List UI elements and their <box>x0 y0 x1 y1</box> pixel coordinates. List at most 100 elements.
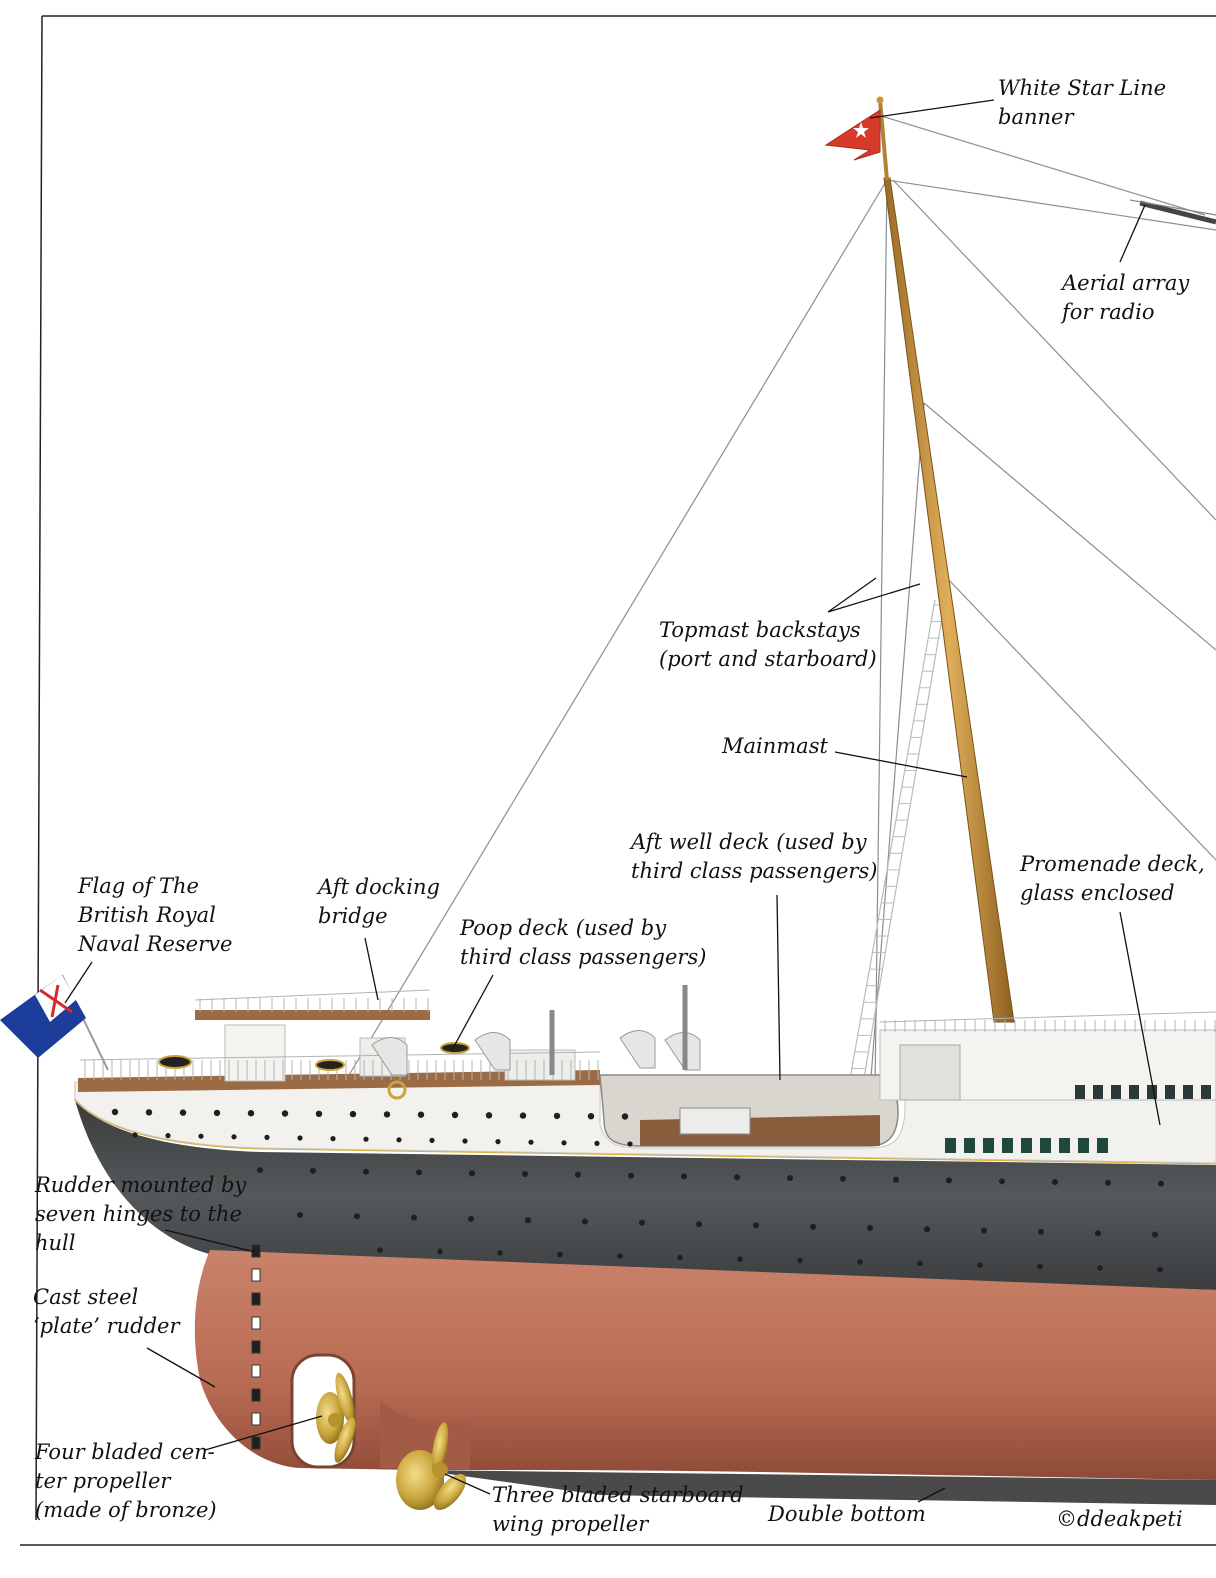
label-cast-steel-rudder: Cast steel ‘plate’ rudder <box>33 1285 180 1338</box>
porthole <box>857 1259 863 1265</box>
promenade-window <box>1147 1085 1157 1099</box>
label-aerial-array: Aerial array for radio <box>1062 271 1190 324</box>
promenade-windows <box>1075 1085 1211 1099</box>
porthole <box>1052 1179 1058 1185</box>
porthole <box>469 1170 475 1177</box>
frame-left-line <box>35 15 43 1521</box>
porthole <box>377 1247 383 1253</box>
porthole <box>628 1172 634 1179</box>
porthole <box>429 1137 435 1143</box>
porthole <box>281 1110 289 1117</box>
porthole <box>981 1227 987 1234</box>
porthole <box>363 1136 369 1142</box>
white-star-flag <box>824 109 881 161</box>
porthole <box>462 1138 468 1144</box>
porthole <box>561 1140 567 1146</box>
porthole <box>145 1109 153 1116</box>
porthole <box>297 1135 303 1141</box>
porthole <box>257 1167 263 1173</box>
lower-window <box>1002 1138 1013 1153</box>
lower-window <box>1059 1138 1070 1153</box>
porthole <box>917 1260 923 1267</box>
porthole <box>495 1139 501 1145</box>
porthole <box>165 1133 171 1139</box>
lower-window <box>1097 1138 1108 1153</box>
porthole <box>1152 1231 1158 1238</box>
aerial-array <box>1129 199 1216 225</box>
hatch-cover <box>679 1107 751 1135</box>
promenade-lower-windows <box>945 1138 1108 1153</box>
porthole <box>485 1112 493 1119</box>
porthole <box>297 1212 303 1218</box>
porthole <box>753 1222 759 1229</box>
promenade-railing <box>879 1011 1216 1023</box>
lower-window <box>1078 1138 1089 1153</box>
porthole <box>451 1111 459 1119</box>
lower-window <box>964 1138 975 1153</box>
mast-ladder <box>847 599 946 1091</box>
label-poop-deck: Poop deck (used by third class passenger… <box>460 916 707 969</box>
promenade-window <box>1075 1085 1085 1099</box>
rudder-hinge <box>251 1388 261 1402</box>
lower-window <box>983 1138 994 1153</box>
porthole <box>213 1109 221 1117</box>
rudder-hinge <box>251 1364 261 1378</box>
bridge-railing <box>194 989 431 1001</box>
promenade-window <box>1111 1085 1121 1099</box>
rudder-hinge <box>251 1340 261 1354</box>
rudder-hinges <box>251 1244 261 1450</box>
credit-text: ©ddeakpeti <box>1056 1507 1183 1531</box>
porthole <box>1038 1228 1044 1235</box>
porthole <box>132 1132 138 1138</box>
capstans <box>158 1042 470 1071</box>
label-center-propeller: Four bladed cen- ter propeller (made of … <box>35 1440 217 1522</box>
promenade-window <box>1129 1085 1139 1099</box>
cranes <box>549 985 688 1075</box>
porthole <box>621 1113 629 1120</box>
porthole <box>639 1219 645 1226</box>
lower-window <box>1040 1138 1051 1153</box>
porthole <box>1105 1179 1111 1186</box>
mast-truck <box>876 96 884 104</box>
label-topmast-backstays: Topmast backstays (port and starboard) <box>659 618 877 671</box>
label-aft-well-deck: Aft well deck (used by third class passe… <box>631 830 878 883</box>
porthole <box>247 1110 255 1117</box>
porthole <box>354 1213 360 1220</box>
porthole <box>810 1223 816 1230</box>
porthole <box>627 1141 633 1147</box>
porthole <box>528 1139 534 1145</box>
mainmast <box>883 177 1015 1023</box>
porthole <box>1095 1230 1101 1237</box>
label-promenade-deck: Promenade deck, glass enclosed <box>1020 852 1205 905</box>
hull-black-band <box>75 1100 1216 1290</box>
white-upper-hull <box>74 1081 1216 1164</box>
rudder-hinge <box>251 1316 261 1330</box>
porthole <box>315 1110 323 1118</box>
aft-docking-bridge-platform <box>195 1010 430 1020</box>
porthole <box>840 1175 846 1182</box>
porthole <box>330 1136 336 1142</box>
rudder-hinge <box>251 1436 261 1450</box>
poop-deck-planking <box>78 1070 600 1092</box>
porthole <box>867 1225 873 1231</box>
porthole <box>468 1215 474 1222</box>
porthole <box>797 1257 803 1264</box>
porthole <box>437 1248 443 1255</box>
porthole <box>946 1177 952 1184</box>
rudder-hinge <box>251 1412 261 1426</box>
porthole <box>519 1112 527 1119</box>
porthole <box>411 1214 417 1221</box>
leader-lines <box>64 99 1161 1503</box>
promenade-window <box>1165 1085 1175 1099</box>
porthole <box>893 1176 899 1183</box>
porthole <box>198 1133 204 1139</box>
lower-window <box>945 1138 956 1153</box>
porthole <box>677 1254 683 1261</box>
porthole <box>594 1140 600 1146</box>
porthole <box>522 1171 528 1177</box>
porthole <box>111 1108 119 1116</box>
porthole <box>310 1167 316 1174</box>
label-rudder-hinges: Rudder mounted by seven hinges to the hu… <box>35 1173 247 1255</box>
porthole <box>417 1111 425 1118</box>
porthole <box>696 1221 702 1228</box>
